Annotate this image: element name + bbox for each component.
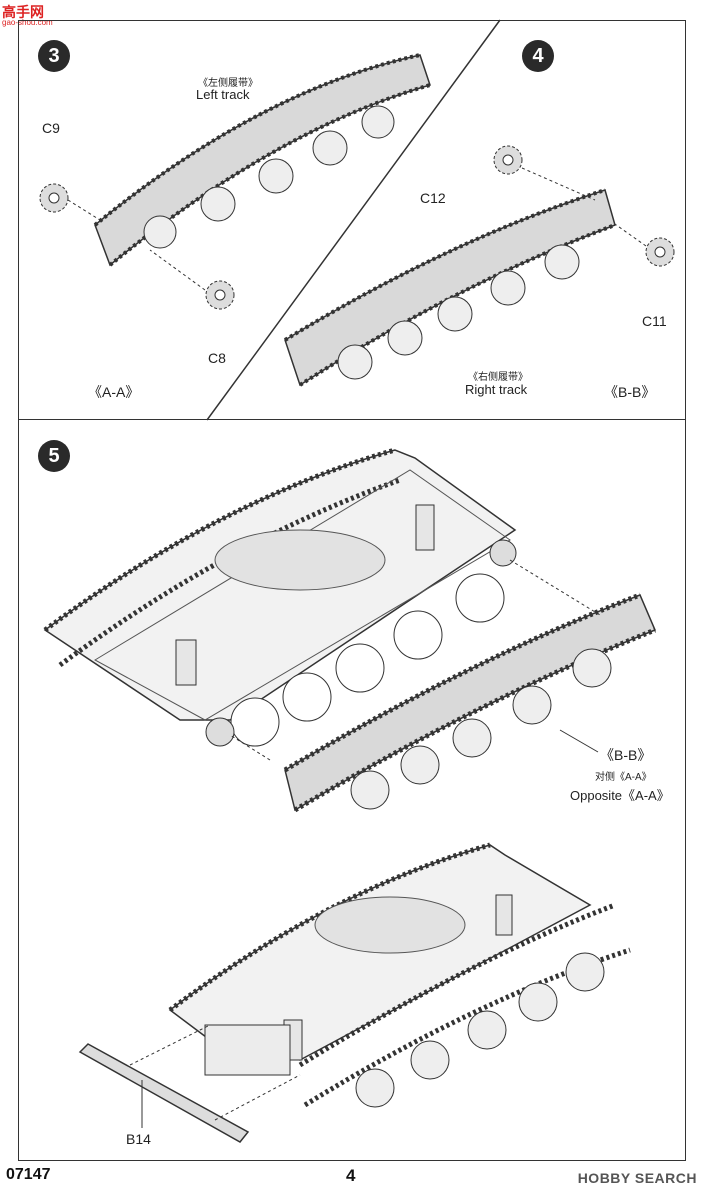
- left-track-cn-label: 《左侧履带》: [198, 78, 258, 89]
- right-track-cn-label: 《右侧履带》: [468, 372, 528, 383]
- step-3-badge: 3: [38, 40, 70, 72]
- left-track-en-label: Left track: [196, 87, 250, 102]
- sprocket-c8-drawing: [149, 249, 235, 310]
- step-5-badge: 5: [38, 440, 70, 472]
- step5-section-b-b-label: 《B-B》: [600, 747, 652, 763]
- opposite-cn-label: 对侧《A-A》: [595, 772, 652, 783]
- panel-step-5: [18, 419, 686, 1161]
- sprocket-c9-drawing: [39, 183, 101, 221]
- part-c11-label: C11: [642, 313, 667, 329]
- left-track-drawing: [93, 53, 431, 267]
- brand-watermark: HOBBY SEARCH: [577, 1170, 697, 1186]
- step-4-badge: 4: [522, 40, 554, 72]
- part-c12-label: C12: [420, 190, 446, 206]
- site-logo: 高手网: [2, 4, 44, 20]
- step-divider: [206, 19, 501, 421]
- product-code: 07147: [6, 1166, 51, 1183]
- right-track-drawing: [283, 188, 616, 387]
- part-b14-label: B14: [126, 1131, 151, 1147]
- rod-b14-drawing: [78, 1024, 301, 1143]
- section-b-b-label: 《B-B》: [604, 384, 656, 400]
- sprocket-c11-drawing: [611, 221, 675, 267]
- section-a-a-label: 《A-A》: [88, 384, 140, 400]
- site-url: gao-shou.com: [2, 18, 53, 27]
- hull-upper-drawing: [43, 447, 517, 747]
- sprocket-c12-drawing: [493, 145, 596, 201]
- right-track-en-label: Right track: [465, 382, 528, 397]
- right-track-attach-drawing: [229, 559, 656, 813]
- opposite-en-label: Opposite《A-A》: [570, 788, 670, 803]
- part-c9-label: C9: [42, 120, 60, 136]
- part-c8-label: C8: [208, 350, 226, 366]
- page-number: 4: [346, 1166, 356, 1185]
- hull-lower-drawing: [168, 842, 631, 1108]
